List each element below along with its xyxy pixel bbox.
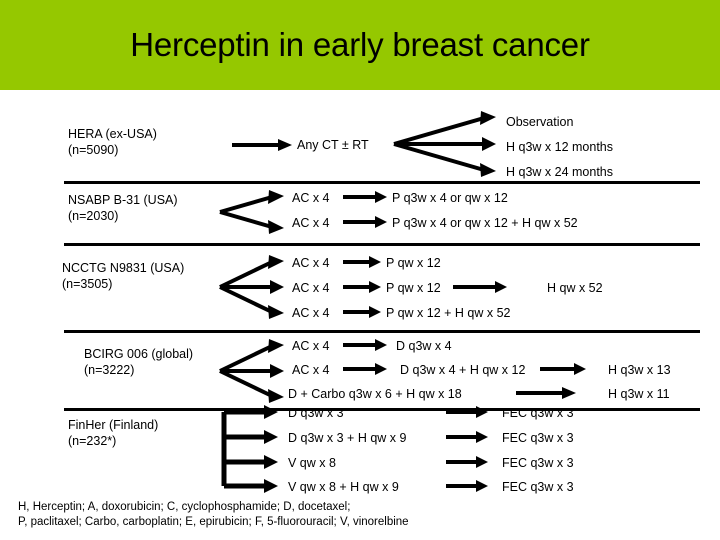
node-hera-arm-2: H q3w x 12 months: [506, 140, 613, 154]
arrow-hera-to-stage1: [232, 139, 292, 151]
trial-enrollment: (n=3505): [62, 277, 113, 291]
fan-nsabp-2way: [219, 190, 284, 234]
trial-name: BCIRG 006 (global): [84, 347, 194, 361]
fan-hera-3way: [393, 111, 496, 177]
trial-label-bcirg-006: BCIRG 006 (global) (n=3222): [84, 346, 193, 378]
node-finher-arm3-step1: V qw x 8: [288, 456, 336, 470]
node-bcirg-arm2-step3: H q3w x 13: [608, 363, 671, 377]
arrow-bcirg-arm1: [343, 339, 387, 351]
node-ncctg-arm3-step2: P qw x 12 + H qw x 52: [386, 306, 511, 320]
trial-name: HERA (ex-USA): [68, 127, 157, 141]
trial-label-ncctg-n9831: NCCTG N9831 (USA) (n=3505): [62, 260, 184, 292]
trial-schema-diagram: HERA (ex-USA) (n=5090) Any CT ± RT Obser…: [0, 90, 720, 540]
node-hera-stage1: Any CT ± RT: [297, 138, 369, 152]
arrow-bcirg-arm2-step3: [540, 363, 586, 375]
node-bcirg-arm2-step2: D q3w x 4 + H qw x 12: [400, 363, 526, 377]
arrow-ncctg-arm1: [343, 256, 381, 268]
node-finher-arm1-step2: FEC q3w x 3: [502, 406, 574, 420]
node-ncctg-arm1-step2: P qw x 12: [386, 256, 441, 270]
arrow-finher-arm3: [446, 456, 488, 468]
title-band: Herceptin in early breast cancer: [0, 0, 720, 90]
arrow-nsabp-arm2: [343, 216, 387, 228]
trial-enrollment: (n=5090): [68, 143, 119, 157]
arrow-finher-arm2: [446, 431, 488, 443]
node-ncctg-arm2-step3: H qw x 52: [547, 281, 603, 295]
trial-enrollment: (n=232*): [68, 434, 117, 448]
arrow-nsabp-arm1: [343, 191, 387, 203]
trial-name: NSABP B-31 (USA): [68, 193, 178, 207]
slide-title: Herceptin in early breast cancer: [130, 26, 590, 63]
divider-1: [64, 181, 700, 184]
arrow-bcirg-arm3-step3: [516, 387, 576, 399]
node-finher-arm3-step2: FEC q3w x 3: [502, 456, 574, 470]
node-hera-arm-1: Observation: [506, 115, 574, 129]
node-bcirg-arm3-step3: H q3w x 11: [608, 387, 670, 401]
node-nsabp-arm2-step2: P q3w x 4 or qw x 12 + H qw x 52: [392, 216, 578, 230]
node-finher-arm2-step1: D q3w x 3 + H qw x 9: [288, 431, 407, 445]
node-nsabp-arm1-step2: P q3w x 4 or qw x 12: [392, 191, 508, 205]
node-finher-arm2-step2: FEC q3w x 3: [502, 431, 574, 445]
arrow-finher-arm4: [446, 480, 488, 492]
node-ncctg-arm2-step2: P qw x 12: [386, 281, 441, 295]
arrow-finher-arm1: [446, 406, 488, 418]
abbreviations-footnote: H, Herceptin; A, doxorubicin; C, cycloph…: [18, 500, 618, 530]
trial-label-hera: HERA (ex-USA) (n=5090): [68, 126, 157, 158]
divider-4: [64, 408, 700, 411]
arrow-ncctg-arm2-step3: [453, 281, 507, 293]
node-finher-arm1-step1: D q3w x 3: [288, 406, 344, 420]
node-bcirg-arm1-step2: D q3w x 4: [396, 339, 452, 353]
trial-name: FinHer (Finland): [68, 418, 159, 432]
node-bcirg-arm1-step1: AC x 4: [292, 339, 330, 353]
node-nsabp-arm1-step1: AC x 4: [292, 191, 330, 205]
trial-label-nsabp-b31: NSABP B-31 (USA) (n=2030): [68, 192, 178, 224]
divider-3: [64, 330, 700, 333]
fan-bcirg-3way: [219, 339, 284, 403]
divider-2: [64, 243, 700, 246]
node-bcirg-arm3-step1: D + Carbo q3w x 6 + H qw x 18: [288, 387, 462, 401]
arrow-ncctg-arm3: [343, 306, 381, 318]
arrow-ncctg-arm2: [343, 281, 381, 293]
footnote-line-1: H, Herceptin; A, doxorubicin; C, cycloph…: [18, 501, 351, 513]
node-ncctg-arm1-step1: AC x 4: [292, 256, 330, 270]
bracket-finher-4way: [221, 405, 278, 493]
fan-ncctg-3way: [219, 255, 284, 319]
trial-name: NCCTG N9831 (USA): [62, 261, 185, 275]
trial-enrollment: (n=3222): [84, 363, 135, 377]
node-finher-arm4-step1: V qw x 8 + H qw x 9: [288, 480, 399, 494]
node-ncctg-arm2-step1: AC x 4: [292, 281, 330, 295]
node-nsabp-arm2-step1: AC x 4: [292, 216, 330, 230]
node-finher-arm4-step2: FEC q3w x 3: [502, 480, 574, 494]
trial-label-finher: FinHer (Finland) (n=232*): [68, 417, 158, 449]
node-hera-arm-3: H q3w x 24 months: [506, 165, 613, 179]
footnote-line-2: P, paclitaxel; Carbo, carboplatin; E, ep…: [18, 516, 409, 528]
arrow-bcirg-arm2: [343, 363, 387, 375]
trial-enrollment: (n=2030): [68, 209, 119, 223]
node-bcirg-arm2-step1: AC x 4: [292, 363, 330, 377]
node-ncctg-arm3-step1: AC x 4: [292, 306, 330, 320]
